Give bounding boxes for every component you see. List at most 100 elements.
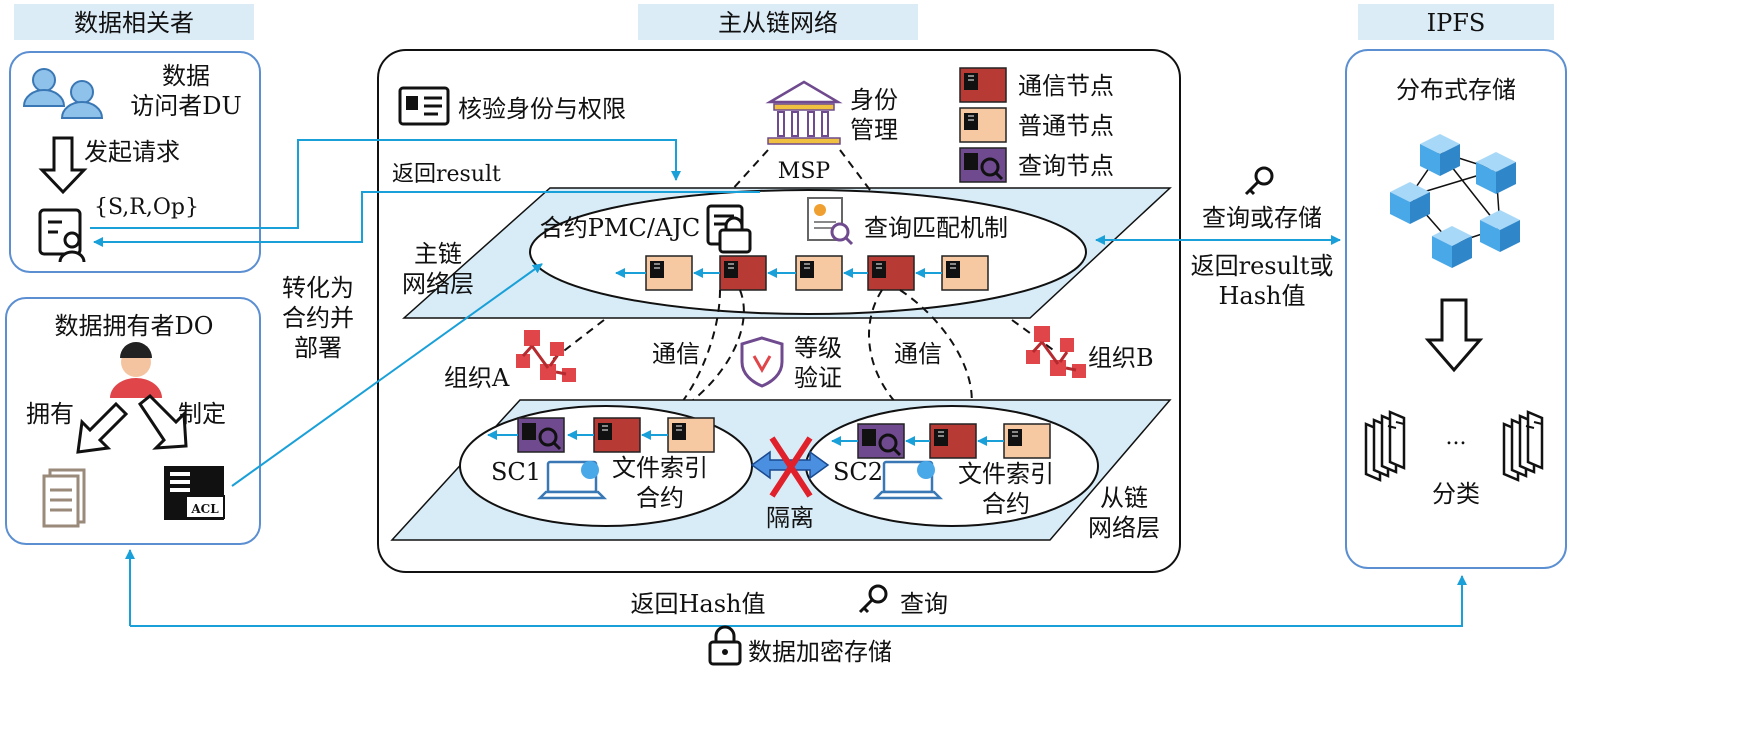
msp-links bbox=[729, 149, 871, 193]
comm-curve-a bbox=[617, 289, 745, 437]
legend-comm-label: 通信节点 bbox=[1018, 72, 1114, 100]
return-line2: Hash值 bbox=[1218, 282, 1305, 310]
ipfs-box bbox=[1345, 49, 1567, 569]
sc2-query-node bbox=[856, 422, 906, 460]
do-title: 数据拥有者DO bbox=[55, 312, 214, 340]
ellipsis: ... bbox=[1446, 425, 1467, 450]
network-header-bg bbox=[638, 4, 918, 40]
file-index-line1: 文件索引 bbox=[612, 454, 708, 482]
comm-curve-b bbox=[868, 289, 941, 435]
classify-arrow-icon bbox=[1426, 298, 1482, 372]
ipfs-header: IPFS bbox=[1427, 9, 1486, 37]
acl-label: ACL bbox=[190, 502, 219, 516]
du-label-line1: 数据 bbox=[162, 62, 210, 90]
users-icon bbox=[22, 68, 104, 119]
deploy-line2: 合约并 bbox=[282, 304, 354, 332]
verify-label: 核验身份与权限 bbox=[458, 95, 626, 123]
deploy-line1: 转化为 bbox=[282, 274, 354, 302]
sc2-normal-node bbox=[1003, 423, 1051, 459]
query-match-label: 查询匹配机制 bbox=[864, 214, 1008, 242]
own-arrow-icon bbox=[76, 401, 129, 454]
legend-query-label: 查询节点 bbox=[1018, 152, 1114, 180]
du-label-line2: 访问者DU bbox=[130, 92, 241, 120]
main-comm-node bbox=[719, 255, 767, 291]
org-a-icon bbox=[514, 328, 578, 384]
query-store-label: 查询或存储 bbox=[1202, 204, 1322, 232]
classify-label: 分类 bbox=[1432, 480, 1480, 508]
side-node-arrows bbox=[487, 430, 1004, 446]
legend-normal-label: 普通节点 bbox=[1018, 112, 1114, 140]
level-line1: 等级 bbox=[794, 334, 842, 362]
sc2-label: SC2 bbox=[833, 458, 883, 486]
make-arrow-icon bbox=[137, 393, 188, 450]
du-box bbox=[9, 51, 261, 273]
identity-line2: 管理 bbox=[850, 116, 898, 144]
request-label: 发起请求 bbox=[84, 138, 180, 166]
main-normal-node bbox=[795, 255, 843, 291]
main-layer-line2: 网络层 bbox=[402, 270, 474, 298]
file-index2-line1: 文件索引 bbox=[958, 460, 1054, 488]
org-b-label: 组织B bbox=[1088, 344, 1154, 372]
document-icon bbox=[42, 468, 86, 528]
laptop-icon bbox=[872, 460, 944, 500]
level-line2: 验证 bbox=[794, 364, 842, 392]
laptop-icon bbox=[536, 460, 608, 500]
shield-check-icon bbox=[740, 336, 784, 388]
user-profile-icon bbox=[38, 208, 86, 263]
main-normal-node bbox=[645, 255, 693, 291]
encrypted-storage-label: 数据加密存储 bbox=[748, 638, 892, 666]
file-index-line2: 合约 bbox=[636, 484, 684, 512]
legend: 通信节点 普通节点 查询节点 bbox=[958, 67, 1114, 184]
request-arrow-icon bbox=[38, 136, 88, 195]
query-label: 查询 bbox=[900, 590, 948, 618]
org-a-label: 组织A bbox=[444, 364, 510, 392]
deploy-line3: 部署 bbox=[294, 334, 342, 362]
identity-line1: 身份 bbox=[850, 86, 898, 114]
main-normal-node bbox=[941, 255, 989, 291]
main-layer-line1: 主链 bbox=[414, 240, 462, 268]
acl-icon bbox=[164, 466, 225, 520]
lock-icon bbox=[706, 204, 752, 254]
own-label: 拥有 bbox=[26, 400, 74, 428]
stakeholders-header-bg bbox=[14, 4, 254, 40]
contract-label: 合约PMC/AJC bbox=[540, 214, 701, 242]
return-line1: 返回result或 bbox=[1191, 252, 1334, 280]
padlock-icon bbox=[708, 625, 742, 666]
isolation-icon bbox=[750, 436, 830, 498]
comm-label-2: 通信 bbox=[894, 340, 942, 368]
sc1-query-node bbox=[516, 416, 566, 454]
org-links bbox=[551, 319, 1057, 361]
sc1-normal-node bbox=[667, 417, 715, 453]
network-header: 主从链网络 bbox=[718, 9, 838, 37]
comm-label-1: 通信 bbox=[652, 340, 700, 368]
isolation-label: 隔离 bbox=[766, 504, 814, 532]
sc1-comm-node bbox=[593, 417, 641, 453]
key-icon bbox=[1244, 166, 1274, 196]
key-icon bbox=[858, 584, 888, 614]
distributed-label: 分布式存储 bbox=[1396, 76, 1516, 104]
ipfs-header-bg bbox=[1358, 4, 1554, 40]
side-layer-line2: 网络层 bbox=[1088, 514, 1160, 542]
return-result-label: 返回result bbox=[392, 162, 501, 187]
msp-building-icon bbox=[765, 80, 843, 145]
legend-comm-node-icon bbox=[959, 67, 1007, 103]
sc1-label: SC1 bbox=[491, 458, 541, 486]
network-box bbox=[377, 49, 1181, 573]
return-hash-label: 返回Hash值 bbox=[630, 590, 765, 618]
org-b-icon bbox=[1024, 324, 1088, 380]
msp-label: MSP bbox=[778, 159, 831, 184]
books-icon bbox=[1364, 410, 1406, 482]
side-layer-line1: 从链 bbox=[1100, 484, 1148, 512]
stakeholders-header: 数据相关者 bbox=[74, 9, 194, 37]
network-cubes-icon bbox=[1390, 134, 1520, 268]
flow-arrows bbox=[90, 139, 1467, 627]
sc2-comm-node bbox=[929, 423, 977, 459]
owner-avatar-icon bbox=[110, 342, 162, 398]
legend-normal-node-icon bbox=[959, 107, 1007, 143]
request-params: {S,R,Op} bbox=[94, 195, 199, 220]
file-index2-line2: 合约 bbox=[982, 490, 1030, 518]
id-card-icon bbox=[398, 86, 450, 126]
do-box bbox=[5, 297, 261, 545]
certificate-search-icon bbox=[807, 197, 854, 246]
